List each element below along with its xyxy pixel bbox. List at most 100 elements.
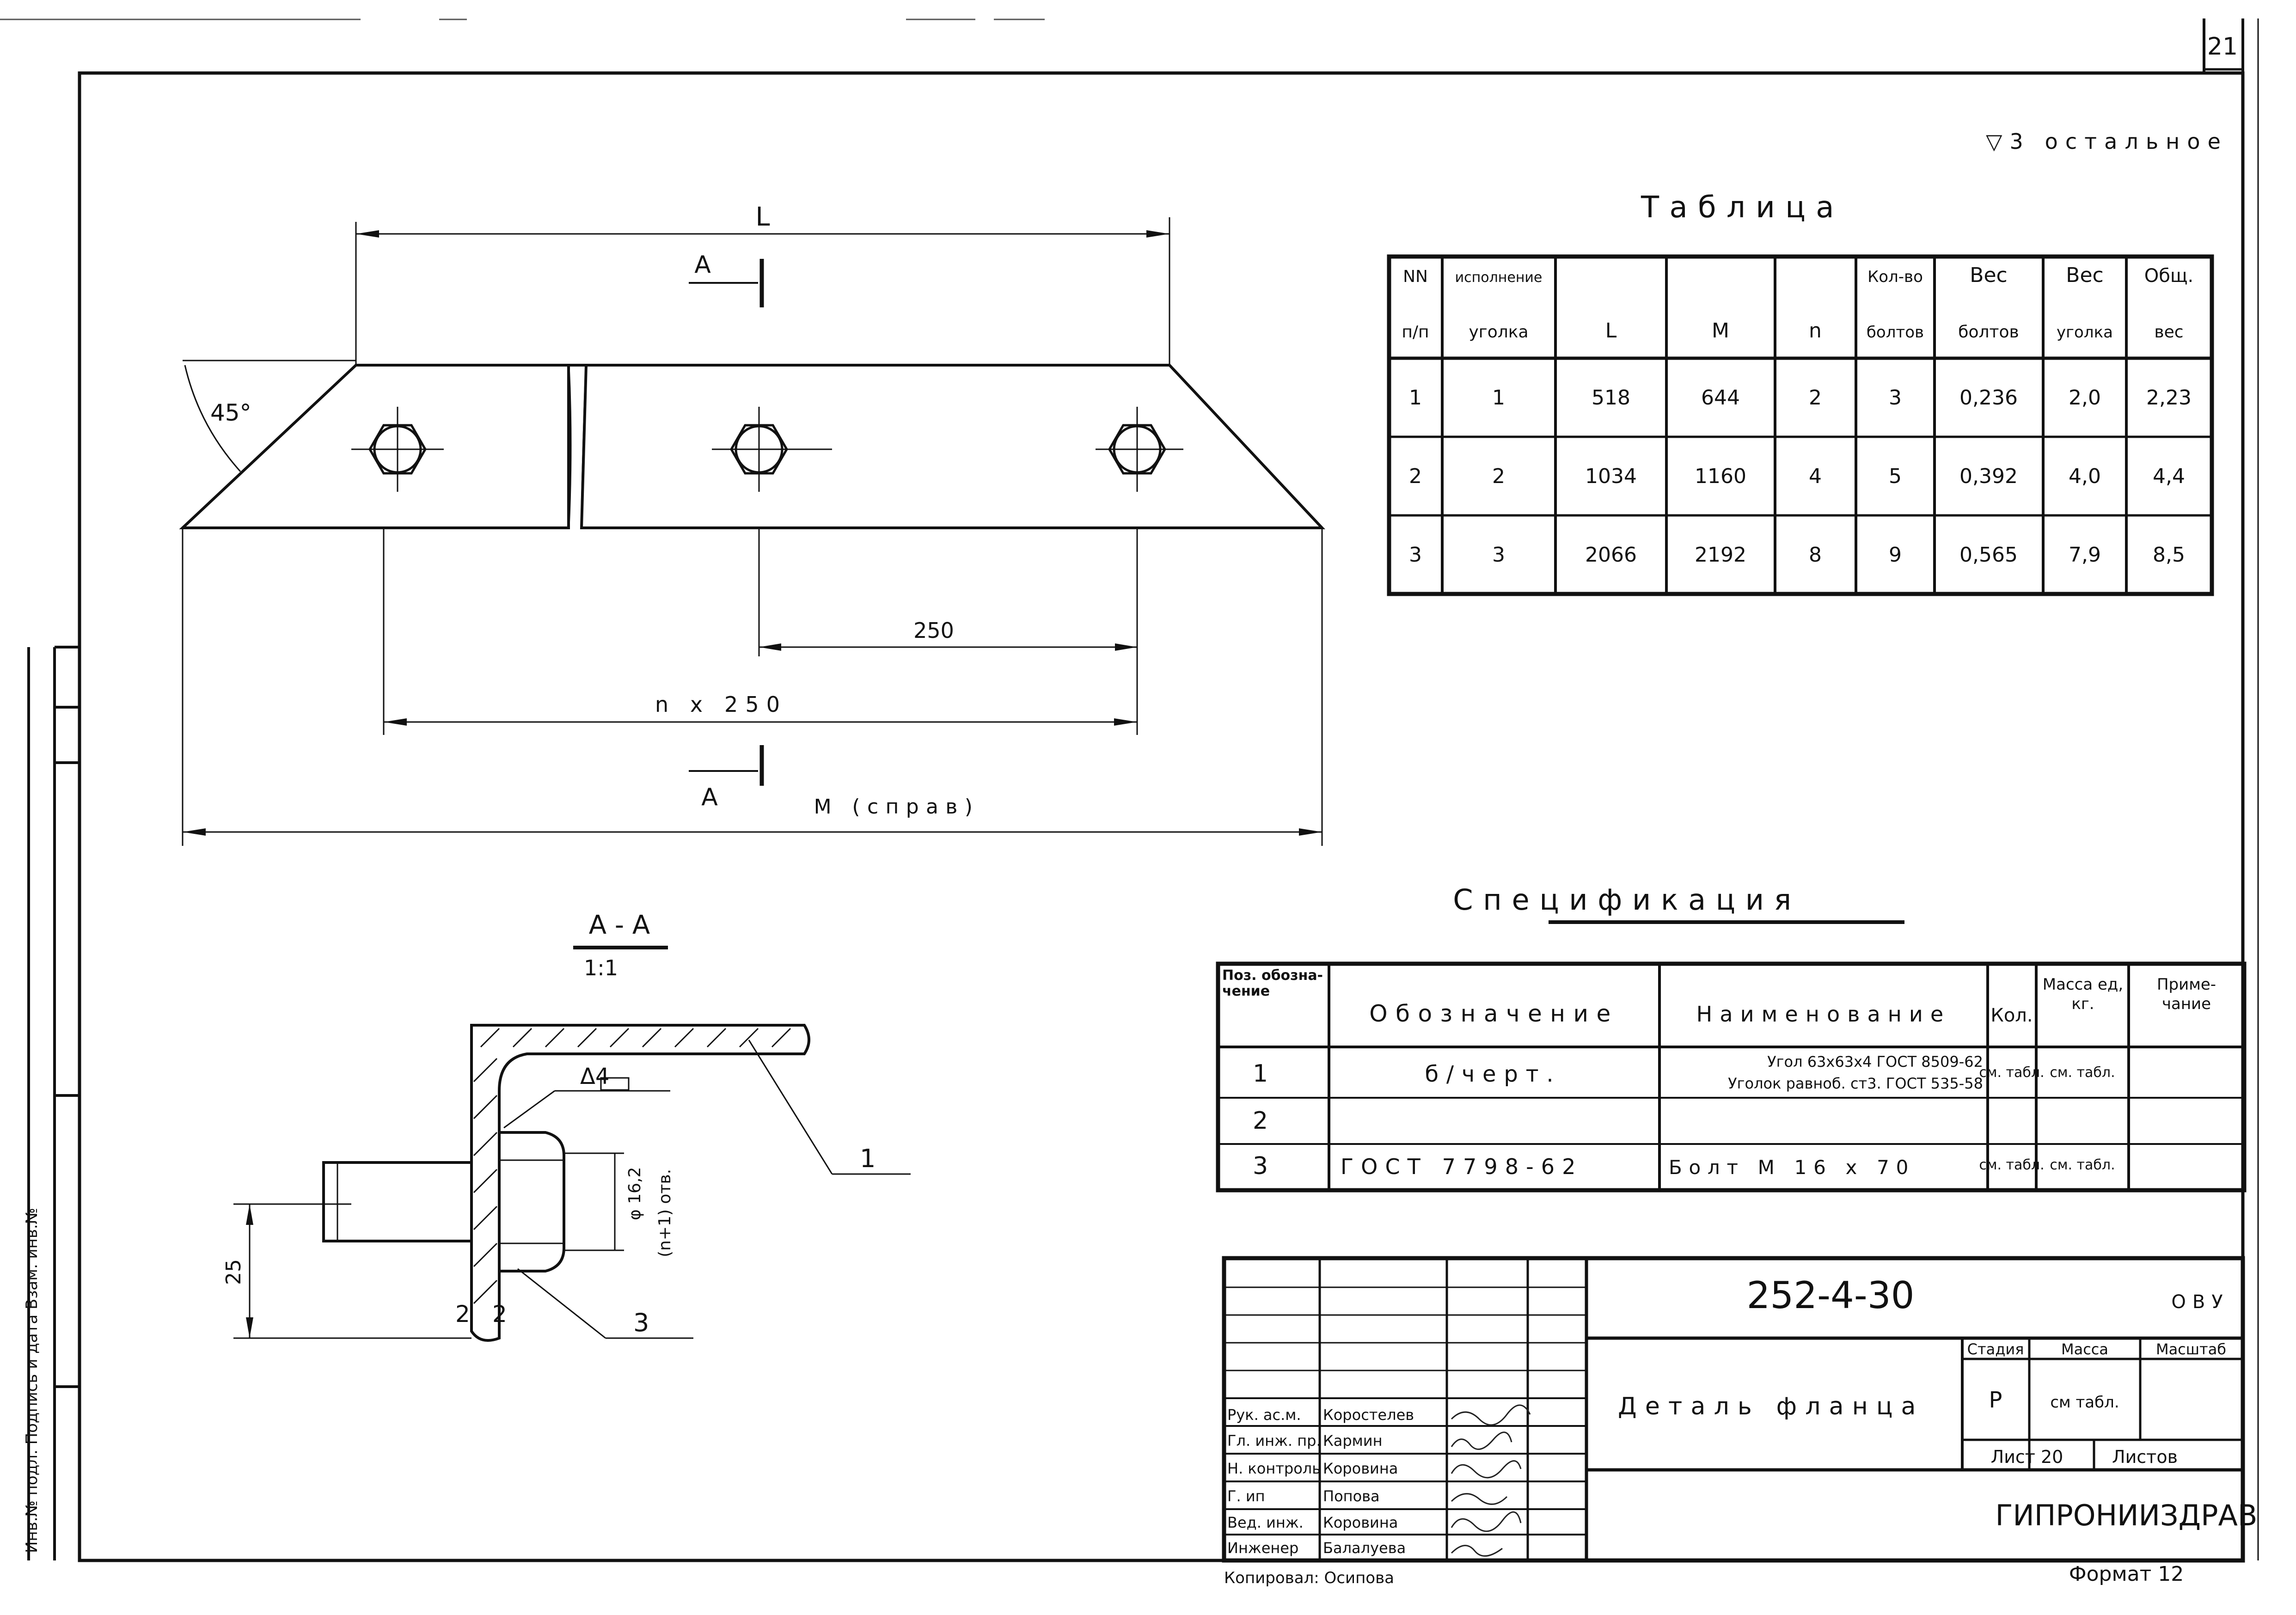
table-cell: 0,565 xyxy=(1959,543,2018,567)
drawing-code-suffix: ОВУ xyxy=(2171,1291,2229,1313)
hatching xyxy=(473,1028,791,1304)
spec-header-cell: Масса ед, кг. xyxy=(2042,975,2124,1013)
signature-rows: Рук. ас.м. Коростелев Гл. инж. пр. Карми… xyxy=(1227,1404,1531,1557)
table-cell: 0,392 xyxy=(1959,465,2018,488)
bolt-head xyxy=(351,407,444,492)
dim-M-label: М (справ) xyxy=(814,795,980,819)
header-cell: n xyxy=(1809,319,1822,343)
spec-row: 1 б/черт. Угол 63x63x4 ГОСТ 8509-62 Угол… xyxy=(1253,1053,2115,1092)
header-cell: болтов xyxy=(1867,323,1924,342)
table-cell: 1160 xyxy=(1695,465,1746,488)
header-cell: L xyxy=(1605,319,1617,343)
table-cell: 8,5 xyxy=(2153,543,2185,567)
table-cell: 3 xyxy=(1409,543,1422,567)
table-cell: 2 xyxy=(1409,465,1422,488)
dim-250-label: 250 xyxy=(913,618,954,643)
header-cell: болтов xyxy=(1958,323,2019,342)
signer-name: Кармин xyxy=(1323,1432,1383,1450)
header-cell: уголка xyxy=(1469,323,1528,342)
spec-header-cell: Приме- чание xyxy=(2156,975,2216,1013)
signer-role: Инженер xyxy=(1227,1539,1298,1557)
dim-n250-label: n x 250 xyxy=(655,692,787,717)
signature xyxy=(1451,1493,1508,1505)
format-label: Формат 12 xyxy=(2069,1562,2184,1586)
left-margin-text: Инв.№ подл. Подпись и дата Взам. инв.№ xyxy=(23,1208,41,1553)
leader-1-label: 1 xyxy=(860,1144,876,1173)
table-cell: 2 xyxy=(1492,465,1505,488)
section-scale: 1:1 xyxy=(584,955,618,980)
copied-by: Копировал: Осипова xyxy=(1224,1569,1394,1587)
signature xyxy=(1451,1545,1503,1557)
spec-cell: см. табл. xyxy=(1979,1064,2044,1081)
sheet-label: Лист 20 xyxy=(1991,1447,2063,1467)
dim-25-label: 25 xyxy=(222,1259,245,1285)
spec-header-cell: Поз. обозна- чение xyxy=(1222,967,1323,999)
header-cell: вес xyxy=(2154,323,2183,342)
signature-row: Рук. ас.м. Коростелев xyxy=(1227,1404,1531,1426)
spec-table xyxy=(1216,961,2247,1193)
spec-cell: 3 xyxy=(1253,1152,1268,1180)
stage-value: Р xyxy=(1989,1387,2002,1413)
sheet-corner-number: 21 xyxy=(2207,33,2238,61)
table-cell: 1034 xyxy=(1585,465,1637,488)
table-title: Таблица xyxy=(1641,190,1844,225)
spec-header-mass: Масса ед, кг. xyxy=(2042,975,2124,1013)
signer-name: Коровина xyxy=(1323,1514,1398,1531)
spec-header-cell: Обозначение xyxy=(1369,1000,1618,1027)
signer-role: Рук. ас.м. xyxy=(1227,1406,1301,1424)
signer-name: Попова xyxy=(1323,1487,1380,1505)
table-cell: 2066 xyxy=(1585,543,1637,567)
spec-cell: б/черт. xyxy=(1425,1061,1561,1087)
scale-label: Масштаб xyxy=(2156,1340,2226,1358)
header-cell: уголка xyxy=(2057,323,2113,342)
drawing-name: Деталь фланца xyxy=(1618,1393,1924,1420)
table-row: 1 1 518 644 2 3 0,236 2,0 2,23 xyxy=(1409,386,2192,410)
signer-name: Коровина xyxy=(1323,1460,1398,1477)
dim-L-label: L xyxy=(755,202,770,232)
signer-role: Н. контроль xyxy=(1227,1460,1321,1477)
table-cell: 4,4 xyxy=(2153,465,2185,488)
header-cell: п/п xyxy=(1402,323,1429,342)
header-cell: М xyxy=(1712,319,1729,343)
table-cell: 3 xyxy=(1492,543,1505,567)
spec-cell: см. табл. xyxy=(2050,1157,2115,1173)
spec-header-cell: Кол. xyxy=(1990,1005,2033,1026)
table-cell: 644 xyxy=(1701,386,1740,410)
spec-header-pos: Поз. обозна- чение xyxy=(1222,967,1323,999)
hole-count: (n+1) отв. xyxy=(655,1169,674,1257)
angle-section-view xyxy=(233,1024,911,1342)
table-cell: 3 xyxy=(1889,386,1902,410)
table-row: 3 3 2066 2192 8 9 0,565 7,9 8,5 xyxy=(1409,543,2185,567)
flange-part-drawing xyxy=(179,217,1325,846)
spec-cell: см. табл. xyxy=(2050,1064,2115,1081)
table-cell: 2,23 xyxy=(2146,386,2192,410)
table-cell: 5 xyxy=(1889,465,1902,488)
spec-row: 2 xyxy=(1253,1107,1268,1135)
signer-name: Коростелев xyxy=(1323,1406,1414,1424)
spec-cell: ГОСТ 7798-62 xyxy=(1341,1154,1583,1179)
table-cell: 4,0 xyxy=(2069,465,2101,488)
table-cell: 518 xyxy=(1592,386,1630,410)
mass-label: Масса xyxy=(2061,1340,2108,1358)
spec-cell: Уголок равноб. ст3. ГОСТ 535-58 xyxy=(1728,1075,1983,1092)
signature-row: Вед. инж. Коровина xyxy=(1227,1511,1522,1532)
signature xyxy=(1451,1511,1522,1532)
table-cell: 8 xyxy=(1809,543,1822,567)
title-block xyxy=(1222,1256,2245,1563)
section-title: А - А xyxy=(589,910,650,940)
header-cell: исполнение xyxy=(1455,269,1543,286)
table-cell: 1 xyxy=(1492,386,1505,410)
section-mark-bottom: А xyxy=(701,783,718,811)
header-cell: NN xyxy=(1403,267,1428,286)
angle-label: 45° xyxy=(210,399,251,426)
hole-diameter: φ 16,2 xyxy=(625,1167,644,1220)
spec-header-note: Приме- чание xyxy=(2156,975,2216,1013)
header-cell: Вес xyxy=(2066,263,2103,287)
table-row: 2 2 1034 1160 4 5 0,392 4,0 4,4 xyxy=(1409,465,2185,488)
table-cell: 0,236 xyxy=(1959,386,2018,410)
spec-row: 3 ГОСТ 7798-62 Болт М 16 x 70 см. табл. … xyxy=(1253,1152,2115,1180)
organization-name: ГИПРОНИИЗДРАВ xyxy=(1996,1499,2258,1532)
table-headers: NN п/п исполнение уголка L М n Кол-во бо… xyxy=(1402,263,2193,343)
header-cell: Вес xyxy=(1970,263,2007,287)
